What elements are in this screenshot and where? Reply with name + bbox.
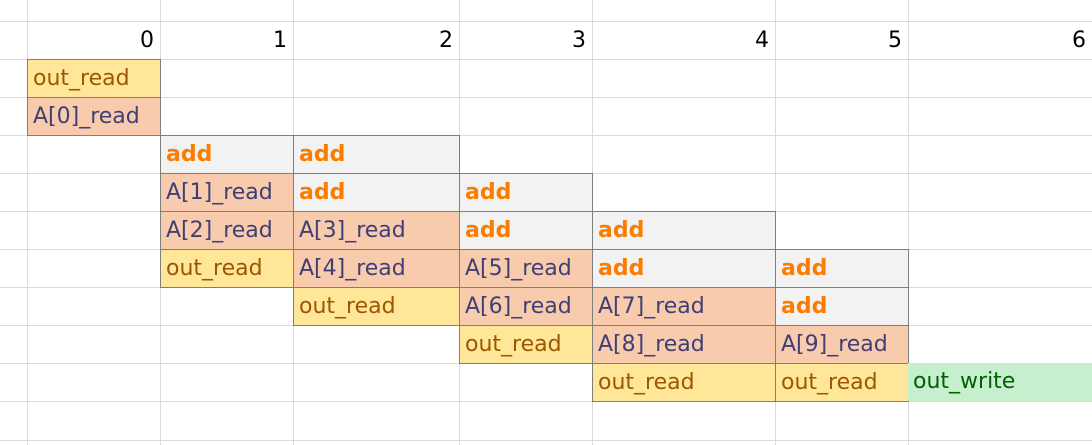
cell-orange[interactable]: A[0]_read (27, 97, 161, 136)
column-header-1[interactable]: 1 (273, 27, 287, 53)
gridline-horizontal (0, 135, 1092, 136)
gridline-vertical (27, 0, 28, 445)
cell-gray[interactable]: add (459, 173, 593, 212)
cell-gray[interactable]: add (592, 249, 776, 288)
cell-orange[interactable]: A[1]_read (160, 173, 294, 212)
cell-gray[interactable]: add (775, 249, 909, 288)
cell-orange[interactable]: A[6]_read (459, 287, 593, 326)
cell-gray[interactable]: add (775, 287, 909, 326)
cell-gray[interactable]: add (592, 211, 776, 250)
gridline-horizontal (0, 401, 1092, 402)
cell-yellow[interactable]: out_read (459, 325, 593, 364)
cell-gray[interactable]: add (293, 173, 460, 212)
cell-orange[interactable]: A[3]_read (293, 211, 460, 250)
gridline-horizontal (0, 440, 1092, 441)
gridline-horizontal (0, 21, 1092, 22)
gridline-horizontal (0, 59, 1092, 60)
cell-orange[interactable]: A[8]_read (592, 325, 776, 364)
cell-yellow[interactable]: out_read (27, 59, 161, 98)
column-header-5[interactable]: 5 (888, 27, 902, 53)
cell-gray[interactable]: add (459, 211, 593, 250)
gridline-horizontal (0, 97, 1092, 98)
cell-orange[interactable]: A[7]_read (592, 287, 776, 326)
gridline-vertical (908, 0, 909, 445)
cell-orange[interactable]: A[9]_read (775, 325, 909, 364)
cell-yellow[interactable]: out_read (775, 363, 909, 402)
column-header-0[interactable]: 0 (140, 27, 154, 53)
cell-orange[interactable]: A[4]_read (293, 249, 460, 288)
cell-gray[interactable]: add (160, 135, 294, 174)
cell-yellow[interactable]: out_read (293, 287, 460, 326)
cell-gray[interactable]: add (293, 135, 460, 174)
cell-orange[interactable]: A[5]_read (459, 249, 593, 288)
cell-yellow[interactable]: out_read (592, 363, 776, 402)
column-header-2[interactable]: 2 (439, 27, 453, 53)
column-header-4[interactable]: 4 (755, 27, 769, 53)
column-header-3[interactable]: 3 (572, 27, 586, 53)
cell-orange[interactable]: A[2]_read (160, 211, 294, 250)
cell-green[interactable]: out_write (908, 363, 1092, 401)
column-header-6[interactable]: 6 (1072, 27, 1086, 53)
cell-yellow[interactable]: out_read (160, 249, 294, 288)
